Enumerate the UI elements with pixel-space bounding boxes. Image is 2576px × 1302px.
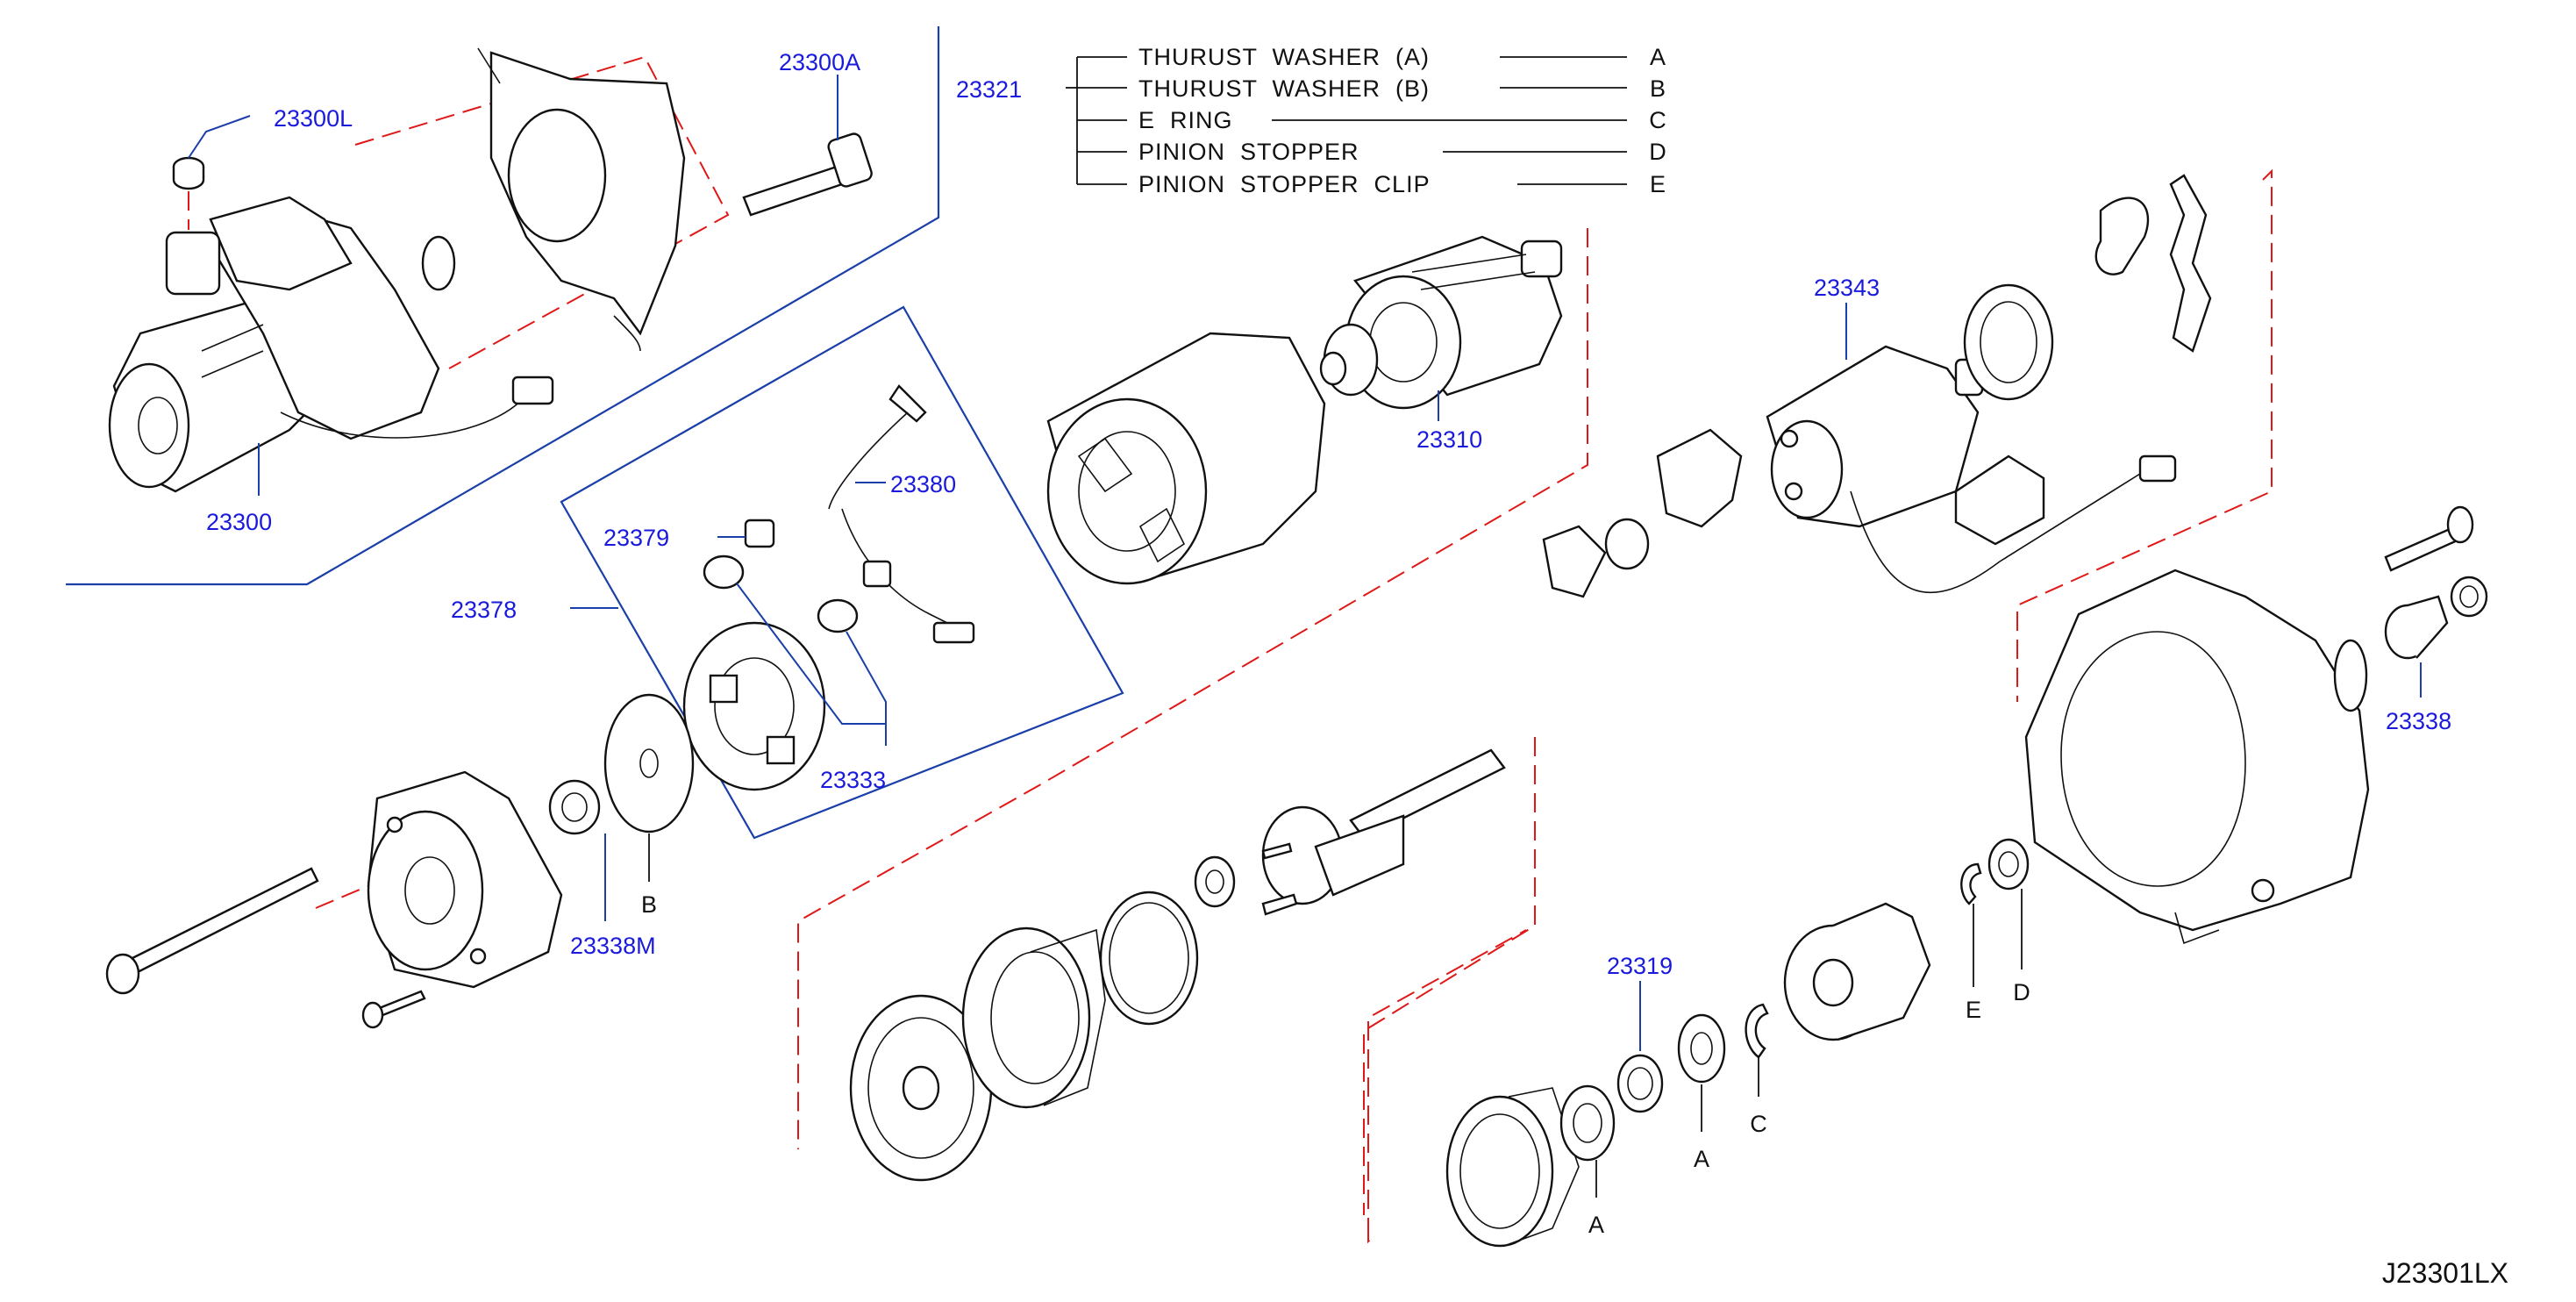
diagram-code: J23301LX bbox=[2382, 1257, 2508, 1289]
legend-letter-b: B bbox=[1650, 75, 1666, 102]
brush-holder-ring-1 bbox=[703, 554, 745, 590]
label-23321: 23321 bbox=[956, 76, 1022, 103]
label-23378: 23378 bbox=[451, 597, 517, 623]
lever-block bbox=[1954, 454, 2045, 546]
legend-row-d: PINION STOPPER bbox=[1138, 139, 1359, 165]
callout-b: B bbox=[641, 891, 657, 918]
thrust-washer-a-2 bbox=[1677, 1013, 1726, 1084]
brush-spring bbox=[744, 519, 775, 548]
label-23300: 23300 bbox=[206, 509, 272, 535]
guide-armature bbox=[797, 228, 1588, 1149]
bushing-23338m bbox=[548, 779, 601, 835]
label-23380: 23380 bbox=[890, 471, 956, 497]
pinion-shaft bbox=[1261, 748, 1506, 916]
return-spring bbox=[2169, 174, 2212, 353]
pinion-gear bbox=[1783, 902, 1931, 1041]
yoke bbox=[1046, 332, 1326, 585]
brush-holder-ring-2 bbox=[817, 598, 859, 633]
dust-seal bbox=[2450, 576, 2488, 618]
brush-lead bbox=[828, 384, 975, 644]
thrust-washer-b bbox=[603, 693, 695, 833]
legend-letter-d: D bbox=[1649, 139, 1666, 165]
shaft-cover-disc bbox=[849, 994, 993, 1182]
callout-d: D bbox=[2013, 979, 2030, 1005]
rear-cover bbox=[367, 770, 563, 989]
housing-bolt-icon bbox=[2384, 505, 2474, 572]
gear-seal-ring bbox=[1099, 891, 1199, 1026]
through-bolt-icon bbox=[742, 132, 873, 217]
leader-23333 bbox=[736, 583, 887, 746]
guide-pinion-low bbox=[1367, 929, 1527, 1237]
label-23343: 23343 bbox=[1814, 275, 1880, 301]
front-housing bbox=[2024, 569, 2370, 945]
solenoid bbox=[1766, 345, 2177, 593]
callout-c: C bbox=[1750, 1111, 1767, 1137]
label-23300A: 23300A bbox=[779, 49, 860, 75]
sleeve-bearing bbox=[1616, 1054, 1664, 1113]
assembly-boundary-line bbox=[66, 26, 940, 586]
label-23333: 23333 bbox=[820, 767, 886, 793]
overrunning-clutch bbox=[1445, 1087, 1580, 1248]
internal-gear bbox=[961, 926, 1106, 1109]
screw-icon bbox=[361, 990, 426, 1029]
pinion-stopper bbox=[1987, 838, 2030, 891]
lever-plate bbox=[1542, 525, 1607, 598]
legend-letter-a: A bbox=[1650, 44, 1666, 70]
kit-legend bbox=[1066, 56, 1627, 185]
legend-row-a: THURUST WASHER (A) bbox=[1138, 44, 1430, 70]
label-23338M: 23338M bbox=[570, 933, 656, 959]
lever-bushing bbox=[1604, 518, 1650, 570]
label-23310: 23310 bbox=[1416, 426, 1482, 453]
brush-holder-plate bbox=[682, 621, 826, 791]
gear-housing bbox=[477, 47, 686, 352]
label-23300L: 23300L bbox=[274, 105, 353, 132]
callout-a-1: A bbox=[1588, 1212, 1604, 1238]
legend-letter-e: E bbox=[1650, 171, 1666, 197]
legend-row-b: THURUST WASHER (B) bbox=[1138, 75, 1430, 102]
shift-lever bbox=[1656, 428, 1743, 528]
plunger-spring-clip bbox=[2094, 197, 2150, 275]
callout-e: E bbox=[1966, 997, 1981, 1023]
thrust-washer-a-1 bbox=[1559, 1084, 1616, 1162]
pinion-stopper-clip bbox=[1960, 862, 1982, 905]
armature bbox=[1319, 235, 1563, 410]
solenoid-seal bbox=[1963, 283, 2054, 401]
legend-letter-c: C bbox=[1649, 107, 1666, 133]
legend-row-e: PINION STOPPER CLIP bbox=[1138, 171, 1431, 197]
guide-solenoid bbox=[2016, 168, 2273, 702]
label-23319: 23319 bbox=[1607, 953, 1673, 979]
label-23379: 23379 bbox=[603, 525, 669, 551]
through-bolt-long-icon bbox=[105, 867, 319, 995]
starter-assembly bbox=[108, 196, 554, 493]
nut-icon bbox=[172, 156, 205, 190]
leader-23333b bbox=[846, 631, 887, 724]
label-23338: 23338 bbox=[2386, 708, 2451, 734]
planet-gear bbox=[1194, 855, 1236, 908]
guide-shaft bbox=[1363, 737, 1536, 1215]
bushing-23338 bbox=[2384, 595, 2449, 660]
callout-a-2: A bbox=[1694, 1146, 1709, 1172]
legend-row-c: E RING bbox=[1138, 107, 1233, 133]
leader-23300L bbox=[188, 115, 251, 159]
e-ring bbox=[1745, 1003, 1769, 1059]
